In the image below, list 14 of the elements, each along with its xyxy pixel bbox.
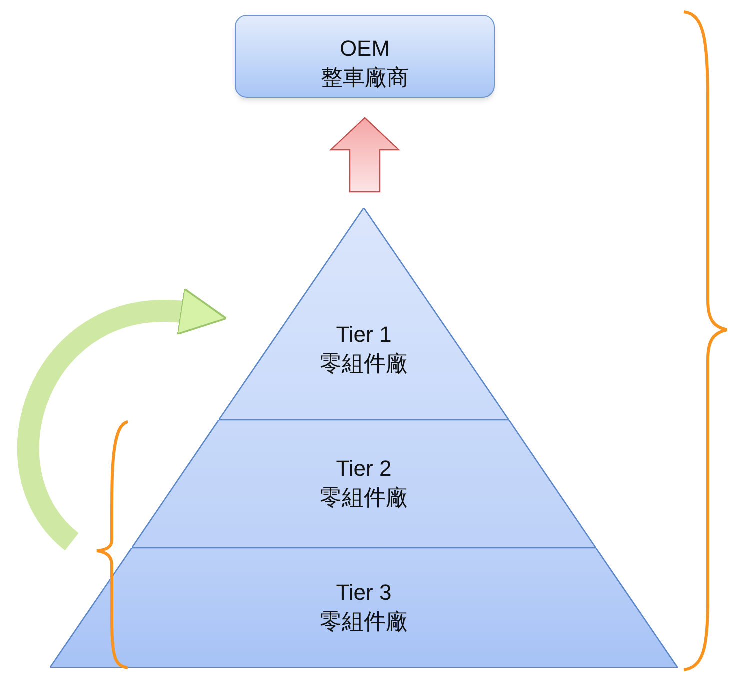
subheading-text: 零組件廠	[320, 609, 408, 637]
pyramid-band	[219, 208, 509, 420]
pyramid-band	[132, 420, 596, 548]
heading-text: Tier 3	[336, 579, 392, 607]
rounded-box	[235, 15, 495, 98]
block-arrow	[329, 117, 401, 193]
heading-text: OEM	[340, 35, 390, 63]
subheading-text: 整車廠商	[321, 65, 409, 93]
heading-text: Tier 1	[336, 321, 392, 349]
subheading-text: 零組件廠	[320, 485, 408, 513]
heading-text: Tier 2	[336, 455, 392, 483]
pyramid-band	[50, 548, 678, 668]
subheading-text: 零組件廠	[320, 351, 408, 379]
curved-arrow	[17, 288, 228, 550]
